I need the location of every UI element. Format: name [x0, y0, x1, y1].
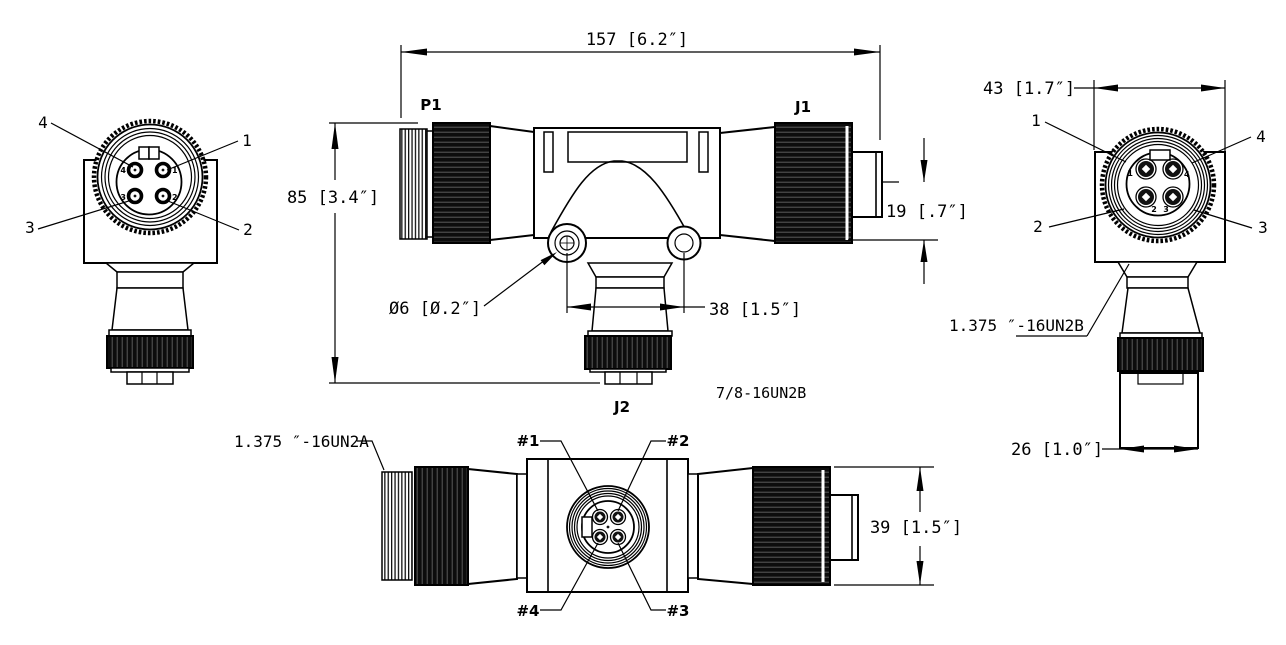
dim-connector-height: 39 [1.5″] — [834, 466, 962, 586]
dim-text-26: 26 [1.0″] — [1011, 440, 1103, 460]
dim-text-39: 39 [1.5″] — [870, 518, 962, 538]
view-side-main: 157 [6.2″] P1 J1 85 [3.4″] 19 [.7″] Ø6 [… — [287, 30, 968, 416]
pin-callouts: 1 4 2 3 — [1031, 111, 1268, 237]
view-front-right: 1 4 2 3 43 [1.7″] 1 4 2 3 1.375 ″-16 — [949, 79, 1268, 460]
pin-callout-2: 2 — [243, 220, 253, 239]
keyway-notch — [138, 146, 150, 160]
end-cap — [829, 494, 859, 561]
face-pin-number: 3 — [1163, 205, 1169, 214]
pin-callout-1: #1 — [516, 432, 539, 450]
connector-face: 4 1 3 2 — [91, 118, 209, 236]
face-pin-number: 2 — [1151, 205, 1157, 214]
face-pin-number: 4 — [120, 166, 126, 175]
keyway-notch — [148, 146, 160, 160]
keyway-notch — [1149, 149, 1171, 161]
dim-text-43: 43 [1.7″] — [983, 79, 1075, 99]
pin-callouts: #1 #2 #4 #3 — [516, 432, 689, 620]
p1-knurl — [432, 122, 491, 244]
j2-port — [584, 262, 674, 385]
connector-body — [381, 458, 859, 593]
face-pin-number: 4 — [1184, 170, 1190, 179]
female-sockets — [591, 508, 627, 546]
pin-callout-4: 4 — [38, 113, 48, 132]
dim-text-38: 38 [1.5″] — [709, 300, 801, 320]
thread-callout: 1.375 ″-16UN2B — [949, 263, 1130, 337]
dim-overall-length: 157 [6.2″] — [400, 30, 881, 140]
port-label-p1: P1 — [420, 96, 441, 114]
keyway-notch — [581, 516, 593, 538]
pin-callouts: 4 1 3 2 — [25, 113, 253, 239]
j1-end — [851, 151, 883, 218]
view-front-left: 4 1 3 2 4 1 3 2 — [25, 113, 253, 385]
female-sockets — [1135, 158, 1184, 208]
dim-mount-hole: Ø6 [Ø.2″] — [389, 252, 557, 319]
male-thread — [381, 471, 413, 581]
j1-knurl — [774, 122, 853, 244]
coupling-nut-knurl — [1117, 337, 1204, 372]
connector-face: 1 4 2 3 — [1099, 126, 1217, 244]
face-pin-number: 1 — [1127, 169, 1133, 178]
dim-body-width: 43 [1.7″] — [983, 79, 1226, 152]
face-pin-number: 3 — [120, 193, 126, 202]
thread-callout: 1.375 ″-16UN2A — [234, 432, 385, 471]
dim-text-hole: Ø6 [Ø.2″] — [389, 299, 481, 319]
pin-callout-1: 1 — [242, 131, 252, 150]
dim-hole-spacing: 38 [1.5″] — [566, 253, 801, 320]
right-knurl — [752, 466, 831, 586]
left-knurl — [414, 466, 469, 586]
thread-spec-male: 1.375 ″-16UN2A — [234, 432, 369, 451]
dim-end-height: 19 [.7″] — [848, 138, 968, 284]
thread-spec-coupling: 1.375 ″-16UN2B — [949, 316, 1084, 335]
face-pin-number: 2 — [172, 193, 178, 202]
thread-spec-j2: 7/8-16UN2B — [716, 384, 806, 402]
pin-callout-3: 3 — [25, 218, 35, 237]
pin-callout-4: 4 — [1256, 127, 1266, 146]
coupling-nut-knurl — [106, 335, 194, 369]
port-label-j2: J2 — [613, 398, 630, 416]
pin-callout-1: 1 — [1031, 111, 1041, 130]
dim-lower-body: 26 [1.0″] — [1011, 440, 1198, 460]
pin-callout-2: 2 — [1033, 217, 1043, 236]
dim-overall-height: 85 [3.4″] — [287, 122, 600, 384]
view-bottom: 1.375 ″-16UN2A #1 #2 #4 #3 39 [1.5″] — [234, 432, 962, 620]
p1-thread — [399, 128, 428, 240]
pin-callout-2: #2 — [666, 432, 689, 450]
port-label-j1: J1 — [794, 98, 811, 116]
pin-callout-3: #3 — [666, 602, 689, 620]
pin-callout-4: #4 — [516, 602, 539, 620]
dim-text-157: 157 [6.2″] — [586, 30, 688, 50]
t-coupler-body — [399, 122, 883, 385]
dim-text-19: 19 [.7″] — [886, 202, 968, 222]
j2-knurl — [584, 335, 672, 370]
face-pin-number: 1 — [172, 166, 178, 175]
pin-callout-3: 3 — [1258, 218, 1268, 237]
dim-text-85: 85 [3.4″] — [287, 188, 379, 208]
connector-face — [566, 485, 650, 569]
